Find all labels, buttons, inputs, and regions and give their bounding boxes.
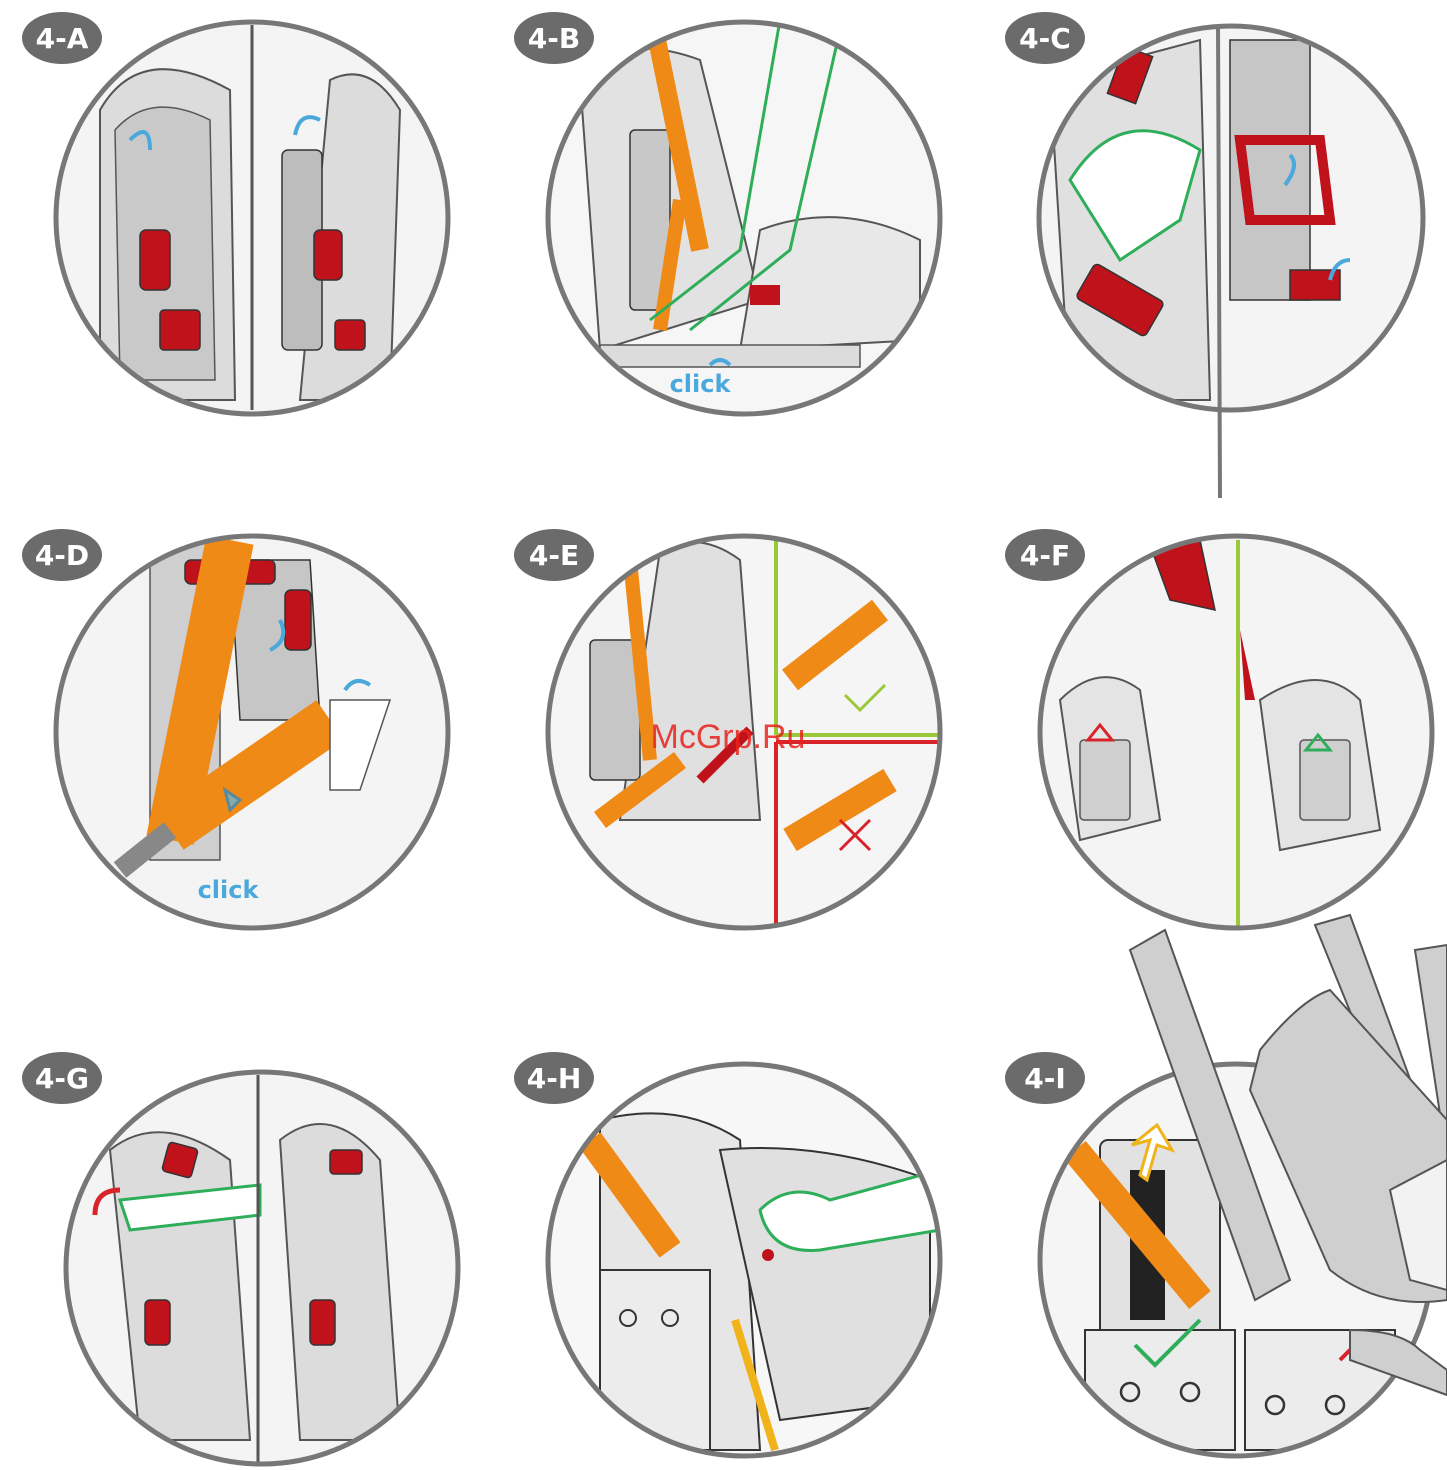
panel-4f: 4-F bbox=[1005, 529, 1445, 930]
step-badge: 4-F bbox=[1005, 529, 1085, 581]
step-label: 4-G bbox=[35, 1062, 89, 1095]
panel-4d: click 4-D bbox=[22, 529, 460, 930]
step-label: 4-H bbox=[527, 1062, 582, 1095]
step-badge: 4-E bbox=[514, 529, 594, 581]
panel-4a: 4-A bbox=[22, 12, 460, 420]
step-badge: 4-B bbox=[514, 12, 594, 64]
step-badge: 4-A bbox=[22, 12, 102, 64]
watermark: McGrp.Ru bbox=[651, 718, 806, 756]
step-badge: 4-G bbox=[22, 1052, 102, 1104]
click-label: click bbox=[198, 876, 260, 904]
step-label: 4-F bbox=[1020, 539, 1070, 572]
step-badge: 4-I bbox=[1005, 1052, 1085, 1104]
panel-4h: 4-H bbox=[514, 1052, 950, 1460]
step-badge: 4-H bbox=[514, 1052, 594, 1104]
divider-line bbox=[1218, 25, 1220, 498]
step-badge: 4-C bbox=[1005, 12, 1085, 64]
step-label: 4-E bbox=[529, 539, 579, 572]
step-label: 4-B bbox=[528, 22, 580, 55]
step-label: 4-C bbox=[1019, 22, 1071, 55]
step-label: 4-D bbox=[35, 539, 89, 572]
panel-4b: click 4-B bbox=[514, 12, 950, 420]
step-label: 4-A bbox=[36, 22, 89, 55]
panel-4i: 4-I bbox=[1005, 915, 1447, 1460]
panel-4g: 4-G bbox=[22, 1052, 470, 1470]
step-label: 4-I bbox=[1024, 1062, 1066, 1095]
panel-4c: 4-C bbox=[1005, 12, 1440, 498]
click-label: click bbox=[670, 370, 732, 398]
step-badge: 4-D bbox=[22, 529, 102, 581]
